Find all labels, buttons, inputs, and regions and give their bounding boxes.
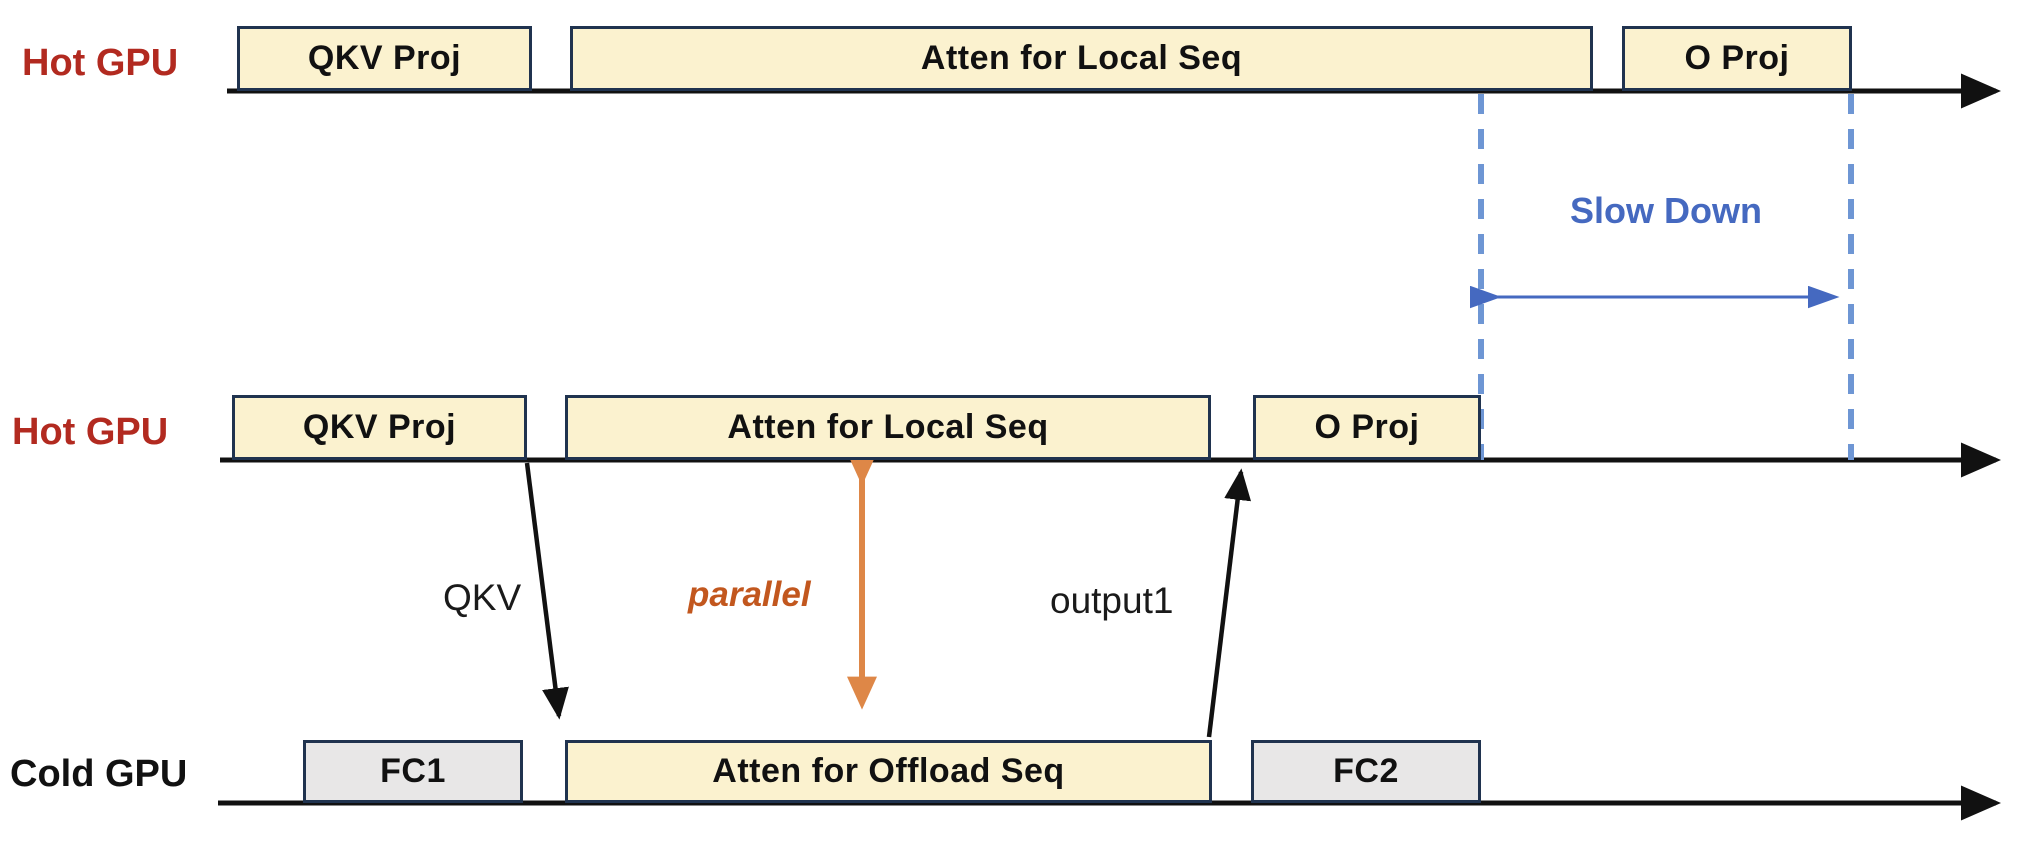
task-box-atten-local-row1: Atten for Local Seq	[570, 26, 1593, 91]
qkv-arrow-label: QKV	[443, 577, 522, 618]
task-box-o-proj-row1: O Proj	[1622, 26, 1852, 91]
row-label-hot-gpu-1: Hot GPU	[22, 42, 179, 84]
row-label-cold-gpu: Cold GPU	[10, 753, 188, 795]
output1-return-arrow	[1206, 468, 1252, 738]
slow-down-label: Slow Down	[1570, 190, 1762, 231]
task-box-o-proj-row2: O Proj	[1253, 395, 1481, 460]
task-box-qkv-proj-row1: QKV Proj	[237, 26, 532, 91]
parallel-label: parallel	[688, 575, 811, 614]
task-box-atten-offload: Atten for Offload Seq	[565, 740, 1212, 803]
task-box-fc1: FC1	[303, 740, 523, 803]
task-box-fc2: FC2	[1251, 740, 1481, 803]
qkv-transfer-arrow	[524, 462, 569, 720]
task-box-qkv-proj-row2: QKV Proj	[232, 395, 527, 460]
output1-arrow-label: output1	[1050, 580, 1174, 621]
task-box-atten-local-row2: Atten for Local Seq	[565, 395, 1211, 460]
row-label-hot-gpu-2: Hot GPU	[12, 411, 169, 453]
